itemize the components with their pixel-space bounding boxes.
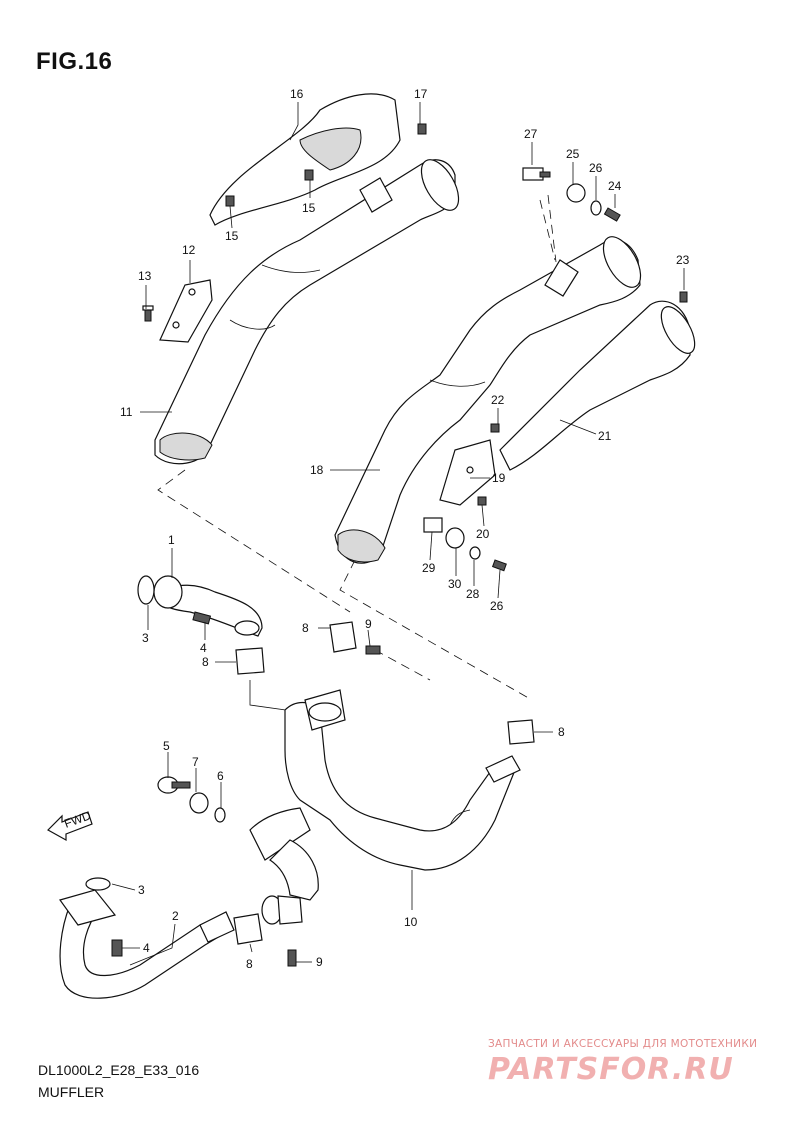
bolt-4-upper[interactable] [192,611,212,625]
model-code: DL1000L2_E28_E33_016 [38,1062,200,1078]
callout-8-b: 8 [202,655,209,669]
callout-28: 28 [466,587,480,601]
connector-8-c[interactable] [507,719,535,745]
callout-26: 27 [524,127,538,141]
part-muffler-11[interactable] [154,154,466,465]
bolt-19[interactable] [477,496,487,506]
bolt-22[interactable] [679,291,688,303]
bolt-23[interactable] [603,207,621,222]
callout-4-a: 4 [200,641,207,655]
callout-22: 23 [676,253,690,267]
callout-2: 2 [172,909,179,923]
callout-24: 25 [566,147,580,161]
bolt-16[interactable] [417,123,427,135]
leader-lines [111,102,685,966]
connector-8-b[interactable] [235,647,265,675]
callout-20: 21 [598,429,612,443]
callout-13: 13 [138,269,152,283]
bolt-13[interactable] [142,305,154,322]
callout-25: 26 [589,161,603,175]
part-exhaust-pipe-10[interactable] [249,689,521,901]
rubber-24[interactable] [566,183,586,203]
bolt-27[interactable] [491,559,507,572]
part-bracket-12[interactable] [159,279,213,343]
callout-9-b: 9 [316,955,323,969]
callout-8-a: 8 [302,621,309,635]
callout-5: 5 [163,739,170,753]
callout-10: 10 [404,915,418,929]
callout-9-a: 9 [365,617,372,631]
rubber-7[interactable] [189,792,209,814]
callout-29: 29 [422,561,436,575]
callout-15-a: 15 [225,229,239,243]
figure-name: MUFFLER [38,1084,105,1100]
callout-18: 19 [492,471,506,485]
bolt-29[interactable] [423,517,443,533]
part-heat-shield-14[interactable] [209,93,401,226]
callout-19: 20 [476,527,490,541]
fwd-arrow: FWD [47,808,93,842]
part-bracket-18[interactable] [439,439,496,506]
connector-8-a[interactable] [329,621,357,653]
rubber-30[interactable] [445,527,465,549]
callout-12: 12 [182,243,196,257]
callout-labels: 16 17 15 15 12 13 11 27 25 26 24 23 22 2… [120,87,690,971]
bolt-9-upper[interactable] [365,645,381,655]
callout-8-d: 8 [246,957,253,971]
part-connector-pipe-1[interactable] [153,575,263,637]
callout-16: 17 [414,87,428,101]
callout-8-c: 8 [558,725,565,739]
connector-8-d[interactable] [233,913,263,945]
washer-25[interactable] [590,200,602,216]
callout-7: 7 [192,755,199,769]
part-muffler-17[interactable] [334,231,648,564]
callout-14: 16 [290,87,304,101]
callout-17: 18 [310,463,324,477]
bolt-4-lower[interactable] [111,939,123,957]
callout-3-b: 3 [138,883,145,897]
nut-21[interactable] [490,423,500,433]
callout-1: 1 [168,533,175,547]
bolt-26[interactable] [522,167,551,181]
watermark-text: ЗАПЧАСТИ И АКСЕССУАРЫ ДЛЯ МОТОТЕХНИКИ [488,1038,758,1050]
callout-27: 26 [490,599,504,613]
clamp-lower[interactable] [261,895,303,925]
bolt-9-lower[interactable] [287,949,297,967]
bolt-5[interactable] [157,776,191,794]
part-front-pipe-2[interactable] [59,889,235,999]
watermark-logo: PARTSFOR.RU [488,1052,734,1087]
callout-11: 11 [120,405,133,419]
callout-30: 30 [448,577,462,591]
callout-3-a: 3 [142,631,149,645]
callout-15-b: 15 [302,201,316,215]
gasket-3-lower[interactable] [85,877,111,891]
callout-6: 6 [217,769,224,783]
assembly-guide-lines [157,194,557,713]
gasket-3-upper[interactable] [137,575,155,605]
callout-23: 24 [608,179,622,193]
washer-28[interactable] [469,546,481,560]
part-heat-shield-20[interactable] [499,300,701,471]
callout-4-b: 4 [143,941,150,955]
washer-6[interactable] [214,807,226,823]
figure-title: FIG.16 [36,48,113,75]
callout-21: 22 [491,393,505,407]
